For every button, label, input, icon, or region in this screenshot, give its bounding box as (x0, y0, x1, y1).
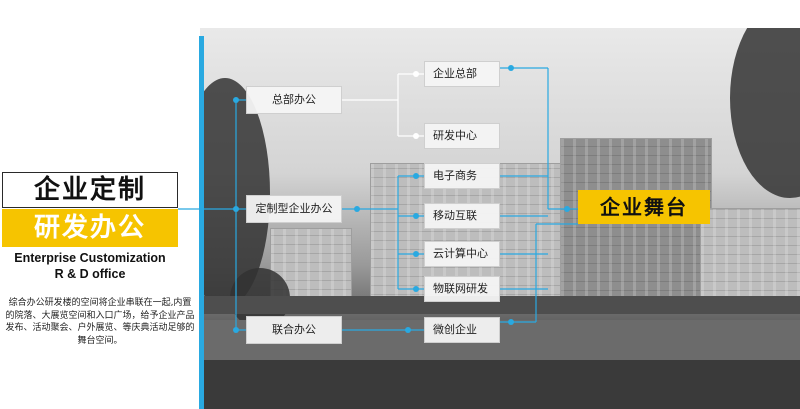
background-photo (200, 28, 800, 409)
building-far-left (270, 228, 352, 300)
hedge-row (200, 296, 800, 314)
item-cloud-computing: 云计算中心 (424, 241, 500, 267)
title-line-2: 研发办公 (2, 209, 178, 247)
title-line-1: 企业定制 (2, 172, 178, 208)
item-ecommerce: 电子商务 (424, 163, 500, 189)
enterprise-stage-box: 企业舞台 (578, 190, 710, 224)
item-rd-center: 研发中心 (424, 123, 500, 149)
description: 综合办公研发楼的空间将企业串联在一起,内置的院落、大展览空间和入口广场，给予企业… (5, 298, 195, 346)
group-hq-office: 总部办公 (246, 86, 342, 114)
foreground-plants (200, 360, 800, 409)
building-far-right (700, 208, 800, 310)
english-title-line-1: Enterprise Customization (14, 251, 166, 265)
item-iot-rd: 物联网研发 (424, 276, 500, 302)
group-custom-office: 定制型企业办公 (246, 195, 342, 223)
group-joint-office: 联合办公 (246, 316, 342, 344)
item-mobile-internet: 移动互联 (424, 203, 500, 229)
english-title-line-2: R & D office (54, 267, 126, 281)
accent-bar (199, 36, 204, 409)
item-enterprise-hq: 企业总部 (424, 61, 500, 87)
item-micro-enterprise: 微创企业 (424, 317, 500, 343)
